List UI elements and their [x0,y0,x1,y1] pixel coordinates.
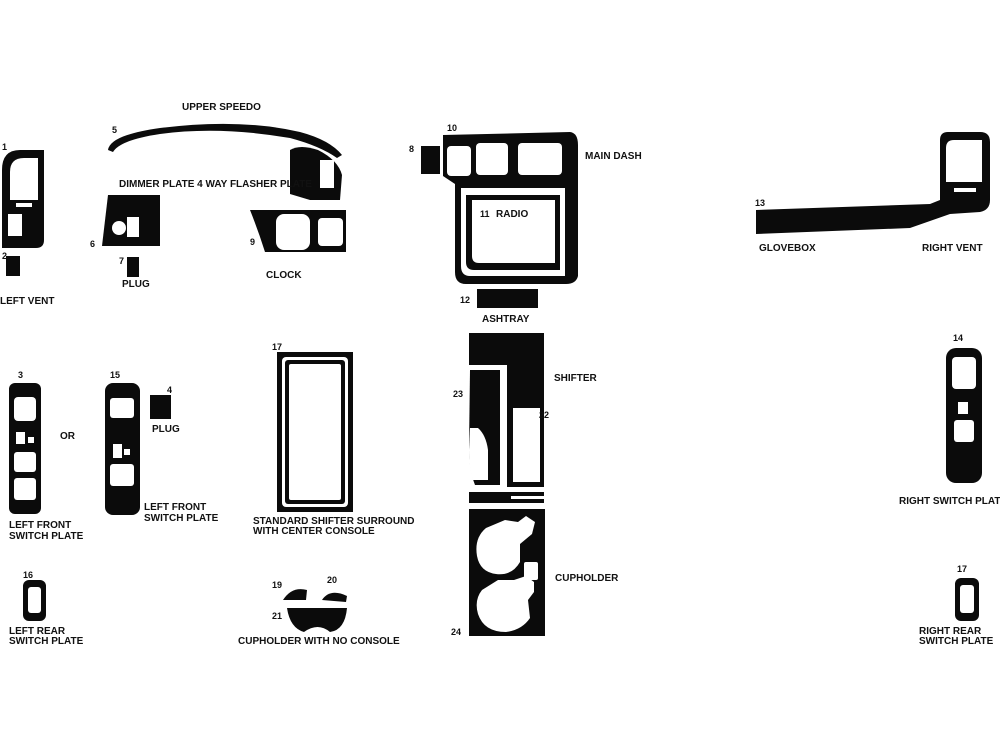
part-ashtray [477,289,538,308]
label-left-rear-2: SWITCH PLATE [9,636,84,647]
part-number-22: 22 [539,410,550,420]
part-plug-7 [127,257,139,277]
part-number-2: 2 [2,251,8,261]
label-left-front-switch-b-2: SWITCH PLATE [144,513,219,524]
part-left-rear-switch-plate [23,580,46,621]
part-left-front-switch-plate-3 [9,383,41,514]
part-number-21: 21 [272,611,283,621]
part-number-17-std: 17 [272,342,283,352]
label-main-dash: MAIN DASH [585,151,642,162]
part-glovebox-right-vent [756,132,990,234]
part-number-19: 19 [272,580,283,590]
label-plug-mid: PLUG [152,424,180,435]
label-left-vent: LEFT VENT [0,296,55,307]
part-number-24: 24 [451,627,462,637]
part-cupholder-no-console [283,589,347,632]
label-cupholder: CUPHOLDER [555,573,619,584]
label-clock: CLOCK [266,270,302,281]
part-number-11: 11 [480,209,490,219]
label-ashtray: ASHTRAY [482,314,530,325]
part-left-front-switch-plate-15 [105,383,140,515]
part-number-1: 1 [2,142,8,152]
part-number-13: 13 [755,198,766,208]
label-left-front-switch-a-1: LEFT FRONT [9,520,72,531]
part-number-9: 9 [250,237,256,247]
label-dimmer-flasher: DIMMER PLATE 4 WAY FLASHER PLATE [119,179,312,190]
label-left-front-switch-b-1: LEFT FRONT [144,502,207,513]
label-right-rear-1: RIGHT REAR [919,626,982,637]
part-number-5: 5 [112,125,118,135]
part-number-4: 4 [167,385,173,395]
label-left-rear-1: LEFT REAR [9,626,66,637]
label-radio: RADIO [496,209,529,220]
part-upper-speedo [108,123,342,158]
part-cupholder [469,509,545,636]
part-2 [6,256,20,276]
part-number-15: 15 [110,370,121,380]
part-number-12: 12 [460,295,471,305]
label-right-vent: RIGHT VENT [922,243,983,254]
part-number-6: 6 [90,239,96,249]
part-right-rear-switch-plate [955,578,979,621]
part-main-dash [443,132,578,284]
part-number-23: 23 [453,389,464,399]
label-left-front-switch-a-2: SWITCH PLATE [9,531,84,542]
part-clock [250,210,346,252]
label-shifter: SHIFTER [554,373,597,384]
part-number-8: 8 [409,144,415,154]
label-cupholder-no-console: CUPHOLDER WITH NO CONSOLE [238,636,400,647]
label-or: OR [60,431,75,442]
part-number-3: 3 [18,370,24,380]
part-number-7: 7 [119,256,125,266]
label-right-rear-2: SWITCH PLATE [919,636,994,647]
part-number-20: 20 [327,575,338,585]
part-number-10: 10 [447,123,458,133]
part-8 [421,146,440,174]
part-shifter [460,333,545,503]
part-number-16: 16 [23,570,34,580]
label-std-shifter-1: STANDARD SHIFTER SURROUND [253,516,415,527]
label-upper-speedo: UPPER SPEEDO [182,102,261,113]
label-glovebox: GLOVEBOX [759,243,816,254]
part-number-14: 14 [953,333,964,343]
part-standard-shifter-surround [277,352,353,512]
label-std-shifter-2: WITH CENTER CONSOLE [253,526,375,537]
part-dimmer-flasher-plate [102,147,342,246]
label-right-switch-plate: RIGHT SWITCH PLATE [899,496,1000,507]
part-plug-4 [150,395,171,419]
label-plug-top: PLUG [122,279,150,290]
part-left-vent [2,150,44,248]
part-right-switch-plate [946,348,982,483]
part-number-17-rear: 17 [957,564,968,574]
